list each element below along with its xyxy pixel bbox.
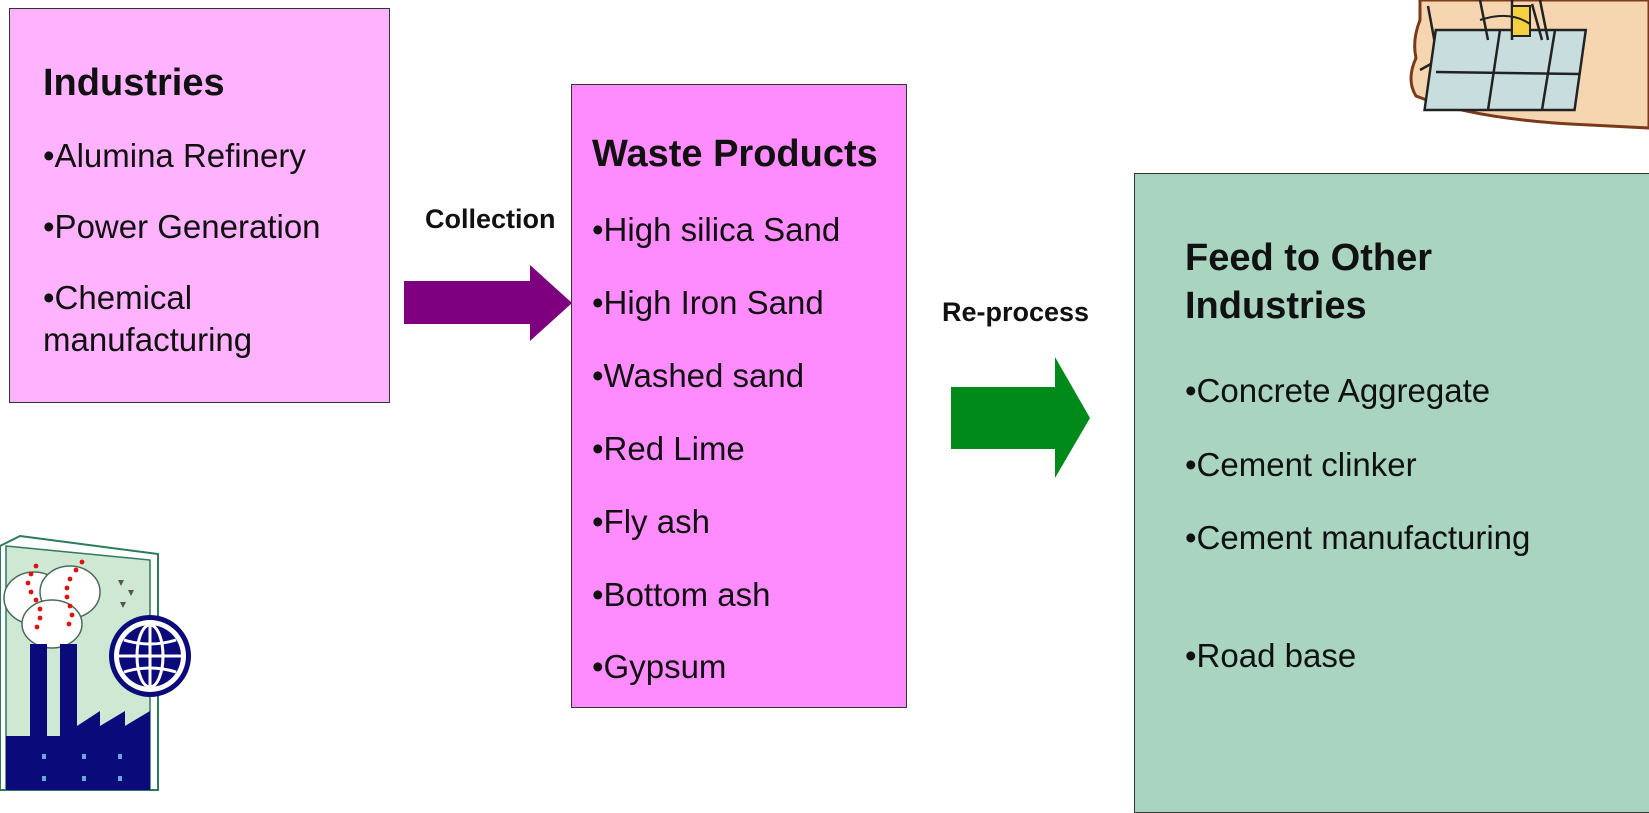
- feed-item: •Cement manufacturing: [1185, 519, 1531, 556]
- waste-products-title: Waste Products: [592, 133, 878, 175]
- waste-products-item: •Bottom ash: [592, 576, 771, 613]
- feed-item: •Concrete Aggregate: [1185, 372, 1491, 409]
- reprocess-arrow: [951, 357, 1090, 478]
- building-clipart-icon: [1409, 0, 1649, 130]
- feed-item: •Road base: [1185, 637, 1357, 674]
- reprocess-label: Re-process: [942, 297, 1090, 327]
- waste-products-item: •Red Lime: [592, 430, 745, 467]
- feed-item: •Cement clinker: [1185, 446, 1417, 483]
- industries-item: •Power Generation: [43, 208, 321, 245]
- waste-products-item: •High Iron Sand: [592, 284, 824, 321]
- waste-products-item: •Fly ash: [592, 503, 710, 540]
- factory-clipart-icon: [0, 534, 191, 791]
- industries-title: Industries: [43, 62, 225, 104]
- industries-box: Industries •Alumina Refinery •Power Gene…: [9, 8, 390, 403]
- industries-item: •Alumina Refinery: [43, 137, 306, 174]
- collection-arrow: [404, 265, 572, 341]
- waste-products-item: •Washed sand: [592, 357, 805, 394]
- feed-title: Feed to Other Industries: [1185, 237, 1433, 327]
- industries-item: •Chemical manufacturing: [43, 279, 253, 358]
- waste-products-box: Waste Products •High silica Sand •High I…: [571, 84, 907, 708]
- waste-products-item: •High silica Sand: [592, 211, 841, 248]
- waste-products-item: •Gypsum: [592, 648, 727, 685]
- collection-label: Collection: [425, 204, 556, 234]
- feed-other-industries-box: Feed to Other Industries •Concrete Aggre…: [1134, 173, 1649, 813]
